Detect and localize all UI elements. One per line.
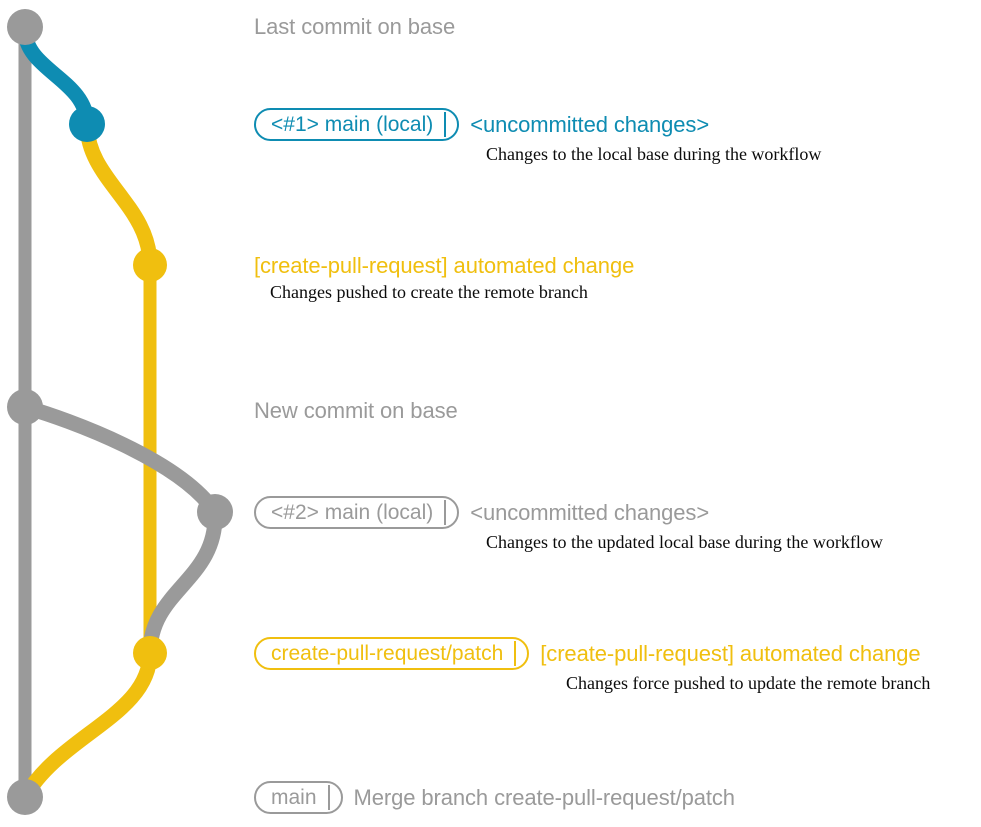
commit-row-new-commit-on-base: New commit on base [254, 398, 981, 424]
commit-subject-line: New commit on base [254, 398, 981, 424]
commit-row-local-2: <#2> main (local) <uncommitted changes> … [254, 496, 981, 553]
commit-detail: Changes force pushed to update the remot… [566, 673, 931, 693]
commit-node-automated-change-1[interactable] [133, 248, 167, 282]
commit-node-local-1[interactable] [69, 106, 105, 142]
edge-local-2-to-automated-2 [142, 504, 223, 661]
commit-subject-line: [create-pull-request] automated change [254, 253, 981, 279]
ref-badge-main-local-1[interactable]: <#1> main (local) [254, 108, 460, 141]
commit-subject: <uncommitted changes> [470, 111, 710, 137]
ref-badge-main-local-2[interactable]: <#2> main (local) [254, 496, 460, 529]
commit-row-last-commit-on-base: Last commit on base [254, 14, 981, 40]
commit-subject: <uncommitted changes> [470, 499, 710, 525]
commit-row-merge: main Merge branch create-pull-request/pa… [254, 781, 981, 814]
commit-row-automated-change-1: [create-pull-request] automated change C… [254, 253, 981, 303]
commit-subject-line: create-pull-request/patch [create-pull-r… [254, 637, 981, 670]
commit-detail: Changes to the updated local base during… [486, 532, 883, 552]
commit-subject-line: Last commit on base [254, 14, 981, 40]
commit-subject-line: <#2> main (local) <uncommitted changes> [254, 496, 981, 529]
commit-subject: [create-pull-request] automated change [540, 640, 921, 666]
ref-badge-label: create-pull-request/patch [271, 642, 504, 665]
commit-subject: New commit on base [254, 398, 458, 423]
commit-node-local-2[interactable] [197, 494, 233, 530]
commit-subject: Merge branch create-pull-request/patch [353, 784, 736, 810]
ref-badge-label: <#2> main (local) [271, 501, 434, 524]
ref-badge-label: <#1> main (local) [271, 113, 434, 136]
commit-node-automated-change-2[interactable] [133, 636, 167, 670]
commit-detail: Changes pushed to create the remote bran… [270, 282, 588, 302]
commit-node-last-commit-on-base[interactable] [7, 9, 43, 45]
ref-badge-label: main [271, 786, 317, 809]
edge-base-to-local-2 [17, 399, 223, 520]
ref-badge-main[interactable]: main [254, 781, 343, 814]
commit-node-merge[interactable] [7, 779, 43, 815]
edge-local-1-to-automated-1 [79, 116, 158, 273]
edge-automated-2-to-merge [17, 645, 158, 805]
commit-subject: Last commit on base [254, 14, 456, 39]
commit-subject-line: main Merge branch create-pull-request/pa… [254, 781, 981, 814]
commit-subject-line: <#1> main (local) <uncommitted changes> [254, 108, 981, 141]
commit-row-local-1: <#1> main (local) <uncommitted changes> … [254, 108, 981, 165]
commit-row-automated-change-2: create-pull-request/patch [create-pull-r… [254, 637, 981, 694]
commit-detail: Changes to the local base during the wor… [486, 144, 822, 164]
commit-node-new-commit-on-base[interactable] [7, 389, 43, 425]
ref-badge-create-pull-request-patch[interactable]: create-pull-request/patch [254, 637, 530, 670]
commit-subject: [create-pull-request] automated change [254, 253, 635, 278]
